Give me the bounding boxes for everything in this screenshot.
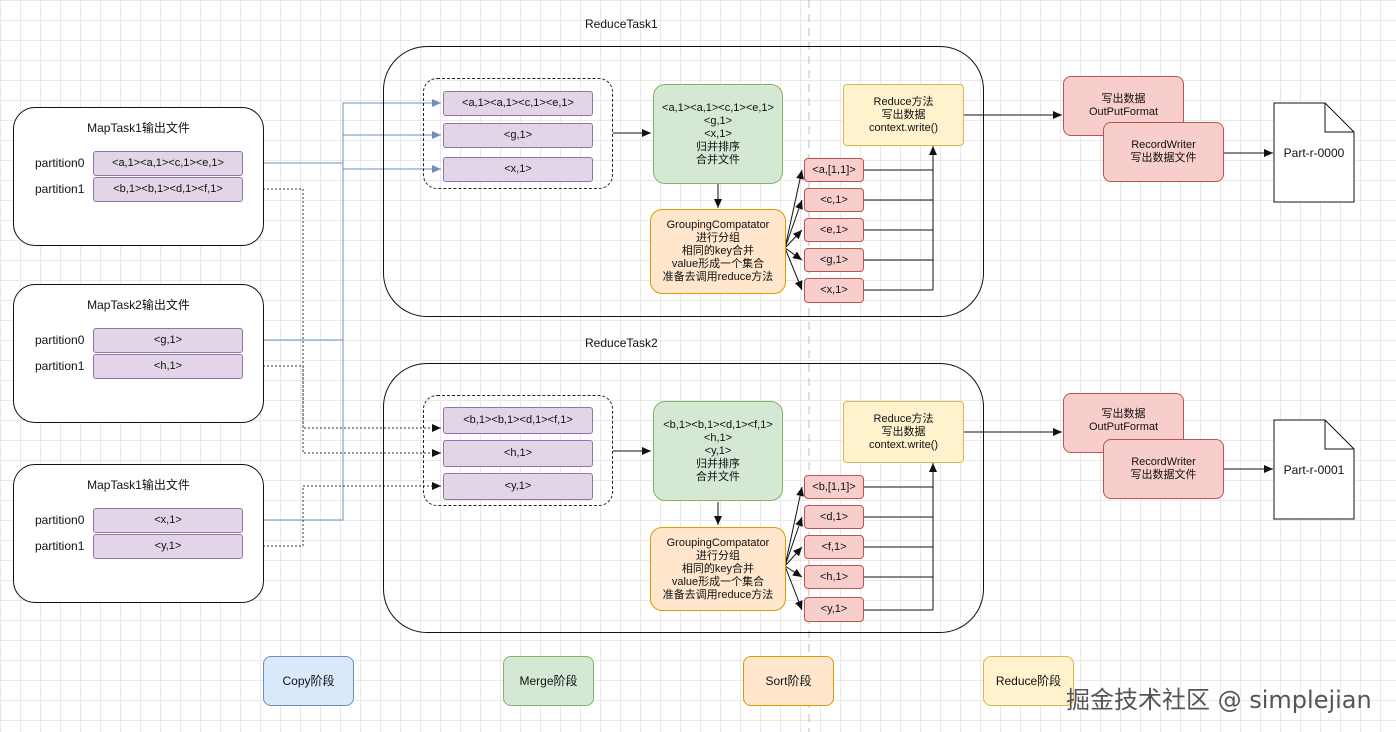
maptask-title: MapTask1输出文件 — [87, 121, 190, 135]
copied-input-group — [423, 395, 613, 506]
partition-data-block: <g,1> — [93, 328, 243, 353]
maptask-container-1 — [13, 107, 264, 246]
maptask-title: MapTask1输出文件 — [87, 478, 190, 492]
copy-link-h — [243, 365, 441, 457]
record-writer-box: RecordWriter 写出数据文件 — [1103, 439, 1224, 499]
merge-stage-legend: Merge阶段 — [503, 656, 594, 706]
grouped-key-cell: <b,[1,1]> — [804, 475, 864, 499]
partition-data-block: <h,1> — [93, 354, 243, 379]
reducetask-container-1 — [383, 46, 984, 317]
merge-sort-box: <b,1><b,1><d,1><f,1> <h,1> <y,1> 归并排序 合并… — [653, 401, 783, 501]
partition-data-block: <a,1><a,1><c,1><e,1> — [93, 151, 243, 176]
partition-label: partition1 — [35, 359, 85, 373]
grouped-key-cell: <y,1> — [804, 597, 864, 622]
grouped-key-cell: <d,1> — [804, 505, 864, 529]
copied-input-group — [423, 78, 613, 189]
grouping-comparator-box: GroupingCompatator 进行分组 相同的key合并 value形成… — [650, 209, 786, 294]
copy-links — [243, 99, 441, 521]
grouped-key-cell: <a,[1,1]> — [804, 158, 864, 182]
copy-link-x — [243, 165, 441, 521]
grouping-comparator-box: GroupingCompatator 进行分组 相同的key合并 value形成… — [650, 527, 786, 611]
output-file-icon — [1273, 102, 1355, 203]
partition-data-block: <b,1><b,1><d,1><f,1> — [93, 177, 243, 202]
maptask-container-2 — [13, 284, 264, 423]
input-data-block: <a,1><a,1><c,1><e,1> — [443, 91, 593, 116]
partition-label: partition0 — [35, 333, 85, 347]
grouped-key-cell: <e,1> — [804, 218, 864, 242]
partition-label: partition0 — [35, 156, 85, 170]
copy-stage-legend: Copy阶段 — [263, 656, 354, 706]
partition-data-block: <x,1> — [93, 508, 243, 533]
reduce-stage-legend: Reduce阶段 — [983, 656, 1074, 706]
partition-label: partition1 — [35, 182, 85, 196]
maptask-title: MapTask2输出文件 — [87, 298, 190, 312]
input-data-block: <h,1> — [443, 440, 593, 467]
grouped-key-cell: <f,1> — [804, 535, 864, 559]
output-file-name: Part-r-0000 — [1283, 145, 1345, 160]
grouped-key-cell: <c,1> — [804, 188, 864, 212]
sort-stage-legend: Sort阶段 — [743, 656, 834, 706]
copy-link-y — [243, 482, 441, 547]
merge-sort-box: <a,1><a,1><c,1><e,1> <g,1> <x,1> 归并排序 合并… — [653, 84, 783, 184]
input-data-block: <g,1> — [443, 123, 593, 148]
grouped-key-cell: <g,1> — [804, 248, 864, 272]
partition-data-block: <y,1> — [93, 534, 243, 559]
grouped-key-cell: <h,1> — [804, 565, 864, 589]
grouped-key-cell: <x,1> — [804, 278, 864, 303]
reducetask-title: ReduceTask2 — [585, 336, 658, 350]
partition-label: partition0 — [35, 513, 85, 527]
record-writer-box: RecordWriter 写出数据文件 — [1103, 122, 1224, 182]
copy-link-a — [243, 99, 441, 164]
reducetask-container-2 — [383, 363, 984, 633]
input-data-block: <x,1> — [443, 157, 593, 182]
watermark-text: 掘金技术社区 @ simplejian — [1066, 686, 1372, 714]
reduce-method-box: Reduce方法 写出数据 context.write() — [843, 84, 964, 146]
reducetask-title: ReduceTask1 — [585, 17, 658, 31]
copy-links-dotted — [243, 188, 441, 547]
input-data-block: <b,1><b,1><d,1><f,1> — [443, 407, 593, 434]
output-file-name: Part-r-0001 — [1283, 462, 1345, 477]
input-data-block: <y,1> — [443, 473, 593, 500]
maptask-container-3 — [13, 464, 264, 603]
output-file-icon — [1273, 419, 1355, 520]
copy-link-b — [243, 188, 441, 432]
partition-label: partition1 — [35, 539, 85, 553]
reduce-method-box: Reduce方法 写出数据 context.write() — [843, 401, 964, 463]
